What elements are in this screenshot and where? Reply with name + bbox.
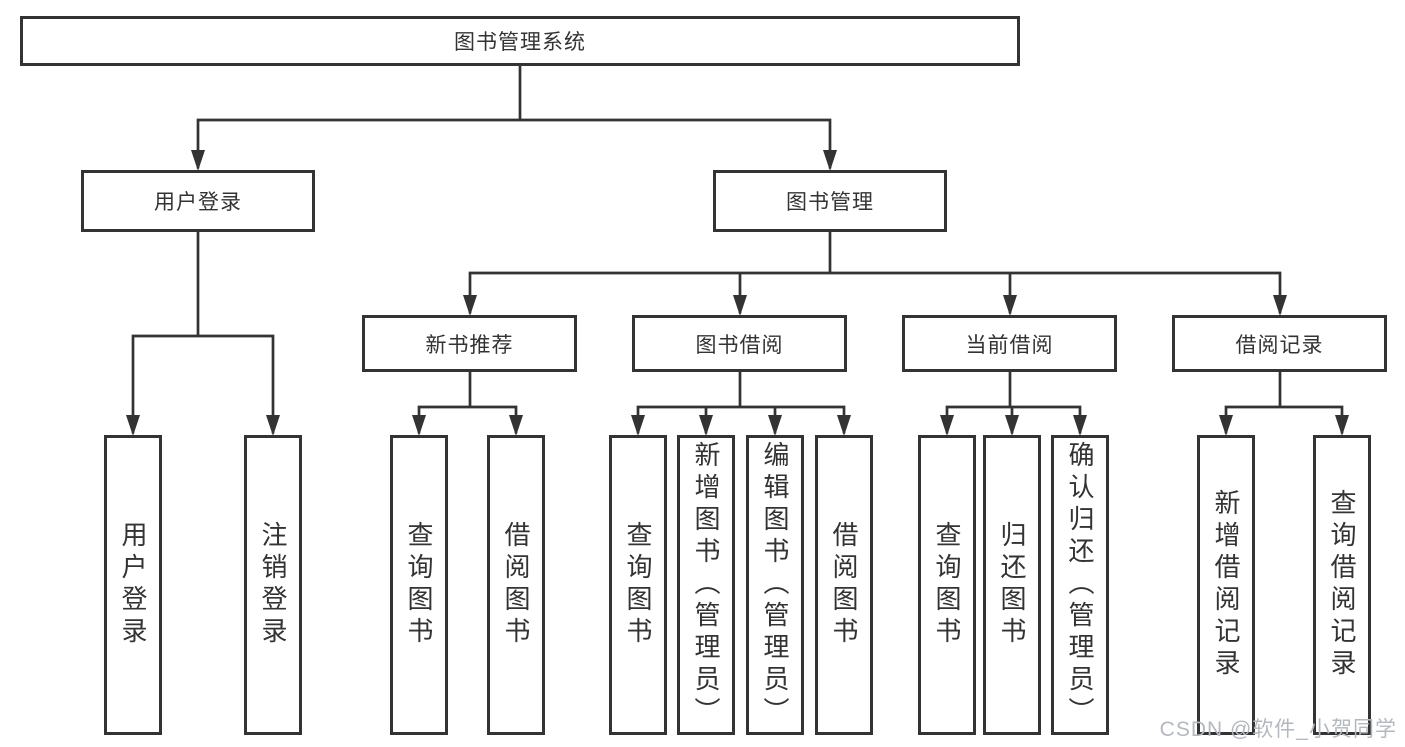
arrowhead bbox=[509, 415, 523, 436]
leaf-query-books-borrowing: 查询图书 bbox=[609, 435, 667, 735]
node-current-borrowing: 当前借阅 bbox=[902, 315, 1117, 372]
arrowhead bbox=[768, 415, 782, 436]
leaf-add-books-admin: 新增图书（管理员） bbox=[677, 435, 735, 735]
connector-root bbox=[196, 64, 832, 169]
leaf-return-books: 归还图书 bbox=[983, 435, 1041, 735]
connector-paths bbox=[131, 64, 1344, 434]
leaf-label: 借阅图书 bbox=[501, 521, 531, 649]
node-borrowing-records: 借阅记录 bbox=[1172, 315, 1387, 372]
leaf-confirm-return-admin: 确认归还（管理员） bbox=[1051, 435, 1109, 735]
arrowhead bbox=[1003, 295, 1017, 316]
connector-new-book-group bbox=[417, 370, 518, 434]
csdn-watermark: CSDN @软件_小贺同学 bbox=[1159, 718, 1397, 741]
arrowhead bbox=[266, 415, 280, 436]
connector-book-borrow-group bbox=[636, 370, 846, 434]
connector-user-login-group bbox=[131, 230, 275, 434]
arrowhead bbox=[463, 295, 477, 316]
leaf-label: 查询图书 bbox=[623, 521, 653, 649]
connector-book-management-group bbox=[468, 230, 1282, 314]
arrowhead bbox=[823, 150, 837, 171]
connector-records-group bbox=[1224, 370, 1344, 434]
leaf-borrow-books-recommend: 借阅图书 bbox=[487, 435, 545, 735]
arrowhead bbox=[191, 150, 205, 171]
leaf-label: 编辑图书（管理员） bbox=[760, 441, 790, 729]
leaf-label: 查询借阅记录 bbox=[1327, 489, 1357, 681]
node-library-system: 图书管理系统 bbox=[20, 16, 1020, 66]
arrowhead bbox=[631, 415, 645, 436]
leaf-query-books-recommend: 查询图书 bbox=[390, 435, 448, 735]
arrowhead bbox=[1335, 415, 1349, 436]
arrowhead bbox=[1005, 415, 1019, 436]
arrowhead bbox=[1219, 415, 1233, 436]
leaf-label: 查询图书 bbox=[404, 521, 434, 649]
leaf-label: 查询图书 bbox=[932, 521, 962, 649]
arrowhead bbox=[699, 415, 713, 436]
leaf-add-borrow-record: 新增借阅记录 bbox=[1197, 435, 1255, 735]
leaf-label: 新增图书（管理员） bbox=[691, 441, 721, 729]
arrowhead bbox=[1073, 415, 1087, 436]
arrowhead bbox=[837, 415, 851, 436]
node-user-login: 用户登录 bbox=[81, 170, 315, 232]
leaf-user-login: 用户登录 bbox=[104, 435, 162, 735]
leaf-edit-books-admin: 编辑图书（管理员） bbox=[746, 435, 804, 735]
leaf-label: 用户登录 bbox=[118, 521, 148, 649]
arrowhead bbox=[940, 415, 954, 436]
leaf-logout: 注销登录 bbox=[244, 435, 302, 735]
node-book-management: 图书管理 bbox=[713, 170, 947, 232]
node-new-book-recommend: 新书推荐 bbox=[362, 315, 577, 372]
arrowheads bbox=[126, 150, 1349, 436]
arrowhead bbox=[733, 295, 747, 316]
leaf-borrow-books-borrowing: 借阅图书 bbox=[815, 435, 873, 735]
leaf-label: 注销登录 bbox=[258, 521, 288, 649]
arrowhead bbox=[1273, 295, 1287, 316]
leaf-label: 确认归还（管理员） bbox=[1065, 441, 1095, 729]
leaf-query-borrow-record: 查询借阅记录 bbox=[1313, 435, 1371, 735]
arrowhead bbox=[412, 415, 426, 436]
node-book-borrowing: 图书借阅 bbox=[632, 315, 847, 372]
arrowhead bbox=[126, 415, 140, 436]
leaf-label: 借阅图书 bbox=[829, 521, 859, 649]
leaf-label: 新增借阅记录 bbox=[1211, 489, 1241, 681]
leaf-query-books-current: 查询图书 bbox=[918, 435, 976, 735]
leaf-label: 归还图书 bbox=[997, 521, 1027, 649]
